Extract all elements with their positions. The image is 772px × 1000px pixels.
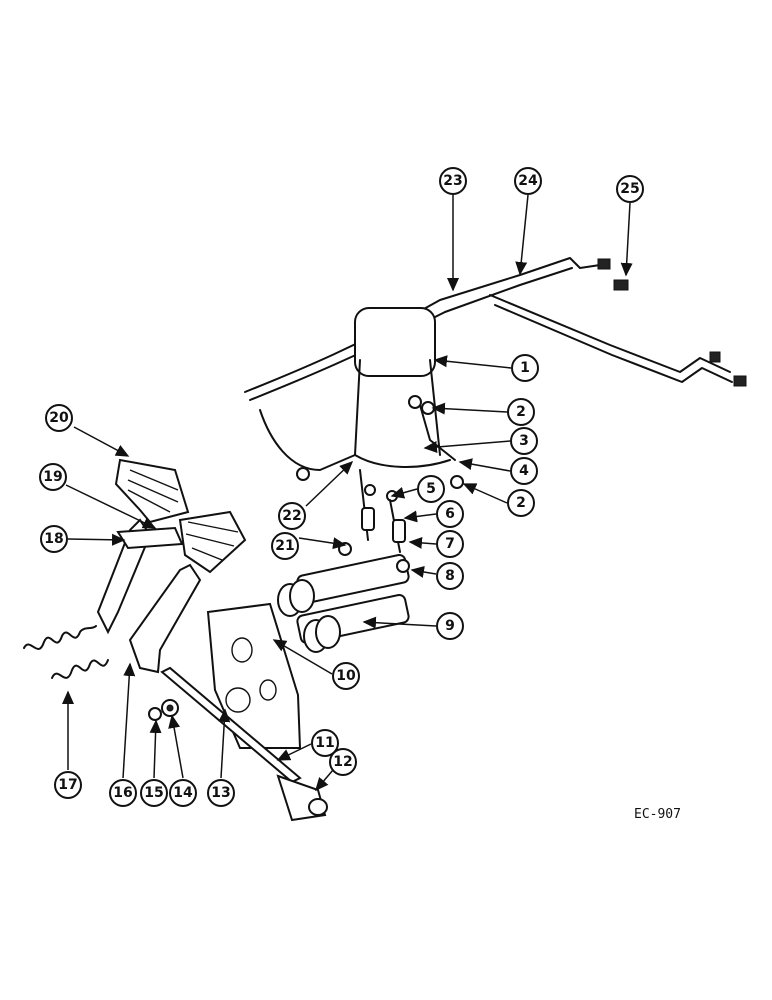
svg-text:24: 24 — [518, 173, 538, 189]
callout-16: 16 — [109, 779, 137, 807]
callout-2-lower: 2 — [507, 489, 535, 517]
callout-9: 9 — [436, 612, 464, 640]
callout-17: 17 — [54, 771, 82, 799]
callout-4: 4 — [510, 457, 538, 485]
svg-text:2: 2 — [516, 404, 526, 420]
svg-text:8: 8 — [445, 568, 455, 584]
svg-text:14: 14 — [173, 785, 193, 801]
callout-15: 15 — [140, 779, 168, 807]
pedal-shaft — [160, 666, 328, 822]
drawing-reference: EC-907 — [634, 807, 681, 822]
callout-10: 10 — [332, 662, 360, 690]
callout-19: 19 — [39, 463, 67, 491]
svg-text:9: 9 — [445, 618, 455, 634]
svg-text:16: 16 — [113, 785, 132, 801]
svg-text:3: 3 — [519, 433, 529, 449]
reservoir-bracket — [354, 307, 451, 468]
svg-text:12: 12 — [333, 754, 352, 770]
leader-lines — [62, 194, 633, 792]
svg-text:5: 5 — [426, 481, 436, 497]
callout-14: 14 — [169, 779, 197, 807]
callout-2-upper: 2 — [507, 398, 535, 426]
svg-text:17: 17 — [58, 777, 77, 793]
svg-text:11: 11 — [315, 735, 334, 751]
svg-text:19: 19 — [43, 469, 62, 485]
svg-text:18: 18 — [44, 531, 63, 547]
svg-text:22: 22 — [282, 508, 301, 524]
callout-20: 20 — [45, 404, 73, 432]
svg-text:4: 4 — [519, 463, 529, 479]
callout-3: 3 — [510, 427, 538, 455]
washer-nut — [148, 699, 179, 721]
flex-hoses — [359, 469, 406, 553]
callout-12: 12 — [329, 748, 357, 776]
brake-lines — [244, 257, 733, 471]
svg-text:10: 10 — [336, 668, 356, 684]
callout-6: 6 — [436, 500, 464, 528]
svg-text:6: 6 — [445, 506, 455, 522]
return-springs — [23, 625, 109, 679]
svg-text:20: 20 — [49, 410, 69, 426]
fittings — [296, 258, 747, 502]
callout-25: 25 — [616, 175, 644, 203]
callout-8: 8 — [436, 562, 464, 590]
svg-text:15: 15 — [144, 785, 163, 801]
callout-18: 18 — [40, 525, 68, 553]
callout-22: 22 — [278, 502, 306, 530]
callout-11: 11 — [311, 729, 339, 757]
svg-text:7: 7 — [445, 536, 455, 552]
svg-text:23: 23 — [443, 173, 462, 189]
pedal-bracket — [206, 602, 302, 749]
callout-13: 13 — [207, 779, 235, 807]
master-cylinders — [263, 542, 410, 653]
svg-text:21: 21 — [275, 538, 294, 554]
brake-pedals — [96, 458, 247, 674]
callout-21: 21 — [271, 532, 299, 560]
callout-5: 5 — [417, 475, 445, 503]
svg-text:13: 13 — [211, 785, 230, 801]
callout-23: 23 — [439, 167, 467, 195]
callout-7: 7 — [436, 530, 464, 558]
callout-24: 24 — [514, 167, 542, 195]
svg-text:2: 2 — [516, 495, 526, 511]
svg-text:1: 1 — [520, 360, 530, 376]
callout-1: 1 — [511, 354, 539, 382]
svg-text:25: 25 — [620, 181, 639, 197]
